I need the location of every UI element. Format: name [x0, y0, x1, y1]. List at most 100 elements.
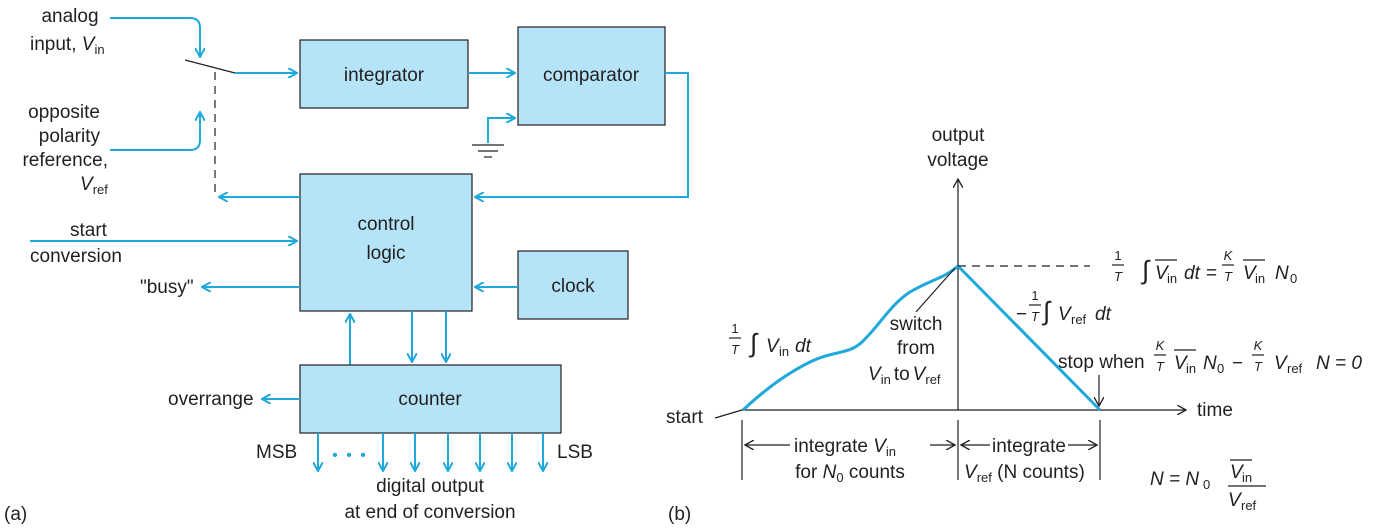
svg-text:T: T — [1254, 359, 1263, 374]
svg-text:V: V — [1174, 353, 1189, 374]
integration-up-curve — [741, 264, 960, 412]
svg-text:in: in — [1167, 271, 1177, 286]
svg-text:0: 0 — [1203, 477, 1210, 492]
svg-text:V: V — [1155, 263, 1170, 284]
panel-b-label: (b) — [668, 504, 691, 525]
svg-text:T: T — [1156, 359, 1165, 374]
svg-text:K: K — [1156, 338, 1166, 353]
control-logic-label-line1: control — [357, 214, 414, 235]
integrate-vin-label-line2: for N0 counts — [795, 462, 905, 485]
svg-text:T: T — [1224, 269, 1233, 284]
start-label: start — [666, 407, 704, 428]
switch-label-line1: switch — [890, 314, 943, 335]
svg-text:V: V — [1230, 462, 1245, 483]
integrator-label: integrator — [344, 65, 425, 86]
panel-a-label: (a) — [4, 504, 27, 525]
x-axis-label: time — [1197, 400, 1233, 421]
svg-text:in: in — [1186, 361, 1196, 376]
bit-ellipsis: • • • — [332, 447, 368, 464]
svg-text:∫: ∫ — [1041, 296, 1052, 326]
svg-text:1: 1 — [1031, 288, 1038, 303]
svg-text:T: T — [1114, 269, 1123, 284]
switch-pointer — [915, 267, 956, 313]
peak-formula: 1 T ∫ V in dt = K T V in N 0 — [1112, 248, 1297, 286]
integrate-vref-label-line2: Vref (N counts) — [964, 462, 1085, 485]
count-ratio-formula: N = N 0 V in V ref — [1150, 459, 1266, 513]
y-axis-label-line1: output — [932, 125, 986, 146]
svg-text:V: V — [1228, 490, 1243, 511]
overrange-label: overrange — [168, 389, 254, 410]
switch-blade — [184, 59, 236, 74]
svg-text:T: T — [1031, 309, 1040, 324]
clock-block — [517, 250, 629, 320]
comparator-block — [517, 26, 666, 126]
svg-text:dt: dt — [1095, 304, 1112, 325]
comparator-label: comparator — [543, 65, 640, 86]
vin-integral-formula: 1 T ∫ V in dt — [729, 321, 812, 359]
svg-text:in: in — [779, 344, 789, 359]
svg-text:dt: dt — [1184, 263, 1201, 284]
svg-text:=: = — [1206, 263, 1217, 284]
ground-wire — [487, 118, 514, 143]
counter-block — [299, 364, 562, 434]
start-conversion-label-line2: conversion — [30, 246, 122, 267]
digital-output-label-line2: at end of conversion — [344, 502, 515, 523]
svg-text:∫: ∫ — [748, 328, 759, 358]
digital-output-label-line1: digital output — [376, 476, 484, 497]
counter-label: counter — [398, 389, 462, 410]
vref-label: Vref — [80, 174, 108, 197]
stop-condition-formula: stop when K T V in N 0 − K T V ref N = 0 — [1058, 338, 1362, 376]
svg-text:dt: dt — [795, 336, 812, 357]
analog-input-wire — [110, 17, 200, 56]
svg-text:0: 0 — [1217, 361, 1224, 376]
svg-text:−: − — [1232, 353, 1243, 374]
switch-label-line2: from — [897, 338, 935, 359]
svg-text:V: V — [1058, 304, 1073, 325]
integration-down-line — [956, 264, 1102, 412]
svg-text:N: N — [1203, 353, 1217, 374]
timing-graph: output voltage time start 1 T ∫ V in dt … — [666, 125, 1362, 525]
svg-text:in: in — [1255, 271, 1265, 286]
svg-text:K: K — [1254, 338, 1264, 353]
svg-text:ref: ref — [1071, 312, 1087, 327]
msb-label: MSB — [256, 442, 297, 463]
analog-input-label-line1: analog — [41, 6, 98, 27]
svg-text:N = 0: N = 0 — [1316, 353, 1362, 374]
integrator-block — [299, 39, 469, 109]
digital-output-bits — [318, 433, 543, 470]
svg-text:V: V — [766, 336, 781, 357]
svg-text:K: K — [1224, 248, 1234, 263]
control-logic-label-line2: logic — [366, 243, 405, 264]
lsb-label: LSB — [557, 442, 593, 463]
analog-input-label-line2: input, Vin — [30, 34, 105, 57]
reference-label-line2: polarity — [39, 126, 101, 147]
vref-integral-formula: − 1 T ∫ V ref dt — [1016, 288, 1112, 327]
svg-text:stop when: stop when — [1058, 352, 1145, 373]
y-axis-label-line2: voltage — [927, 150, 988, 171]
svg-text:0: 0 — [1290, 271, 1297, 286]
svg-text:ref: ref — [1241, 498, 1257, 513]
svg-text:in: in — [1242, 470, 1252, 485]
reference-wire — [110, 113, 200, 151]
comparator-to-control-wire — [476, 72, 689, 197]
reference-label-line3: reference, — [22, 150, 108, 171]
svg-text:−: − — [1016, 304, 1027, 325]
svg-text:N = N: N = N — [1150, 469, 1199, 490]
reference-label-line1: opposite — [28, 102, 100, 123]
svg-text:V: V — [1274, 353, 1289, 374]
svg-text:1: 1 — [1114, 248, 1121, 263]
start-conversion-label-line1: start — [70, 220, 108, 241]
block-diagram: analog input, Vin opposite polarity refe… — [4, 6, 689, 525]
svg-text:N: N — [1275, 263, 1289, 284]
svg-text:ref: ref — [1287, 361, 1303, 376]
ground-icon — [472, 144, 504, 158]
svg-text:V: V — [1243, 263, 1258, 284]
start-pointer — [714, 409, 743, 419]
clock-label: clock — [551, 276, 595, 297]
integrate-vref-label-line1: integrate — [992, 436, 1066, 457]
svg-text:T: T — [731, 342, 740, 357]
busy-label: "busy" — [140, 277, 194, 298]
control-logic-block — [299, 173, 473, 312]
